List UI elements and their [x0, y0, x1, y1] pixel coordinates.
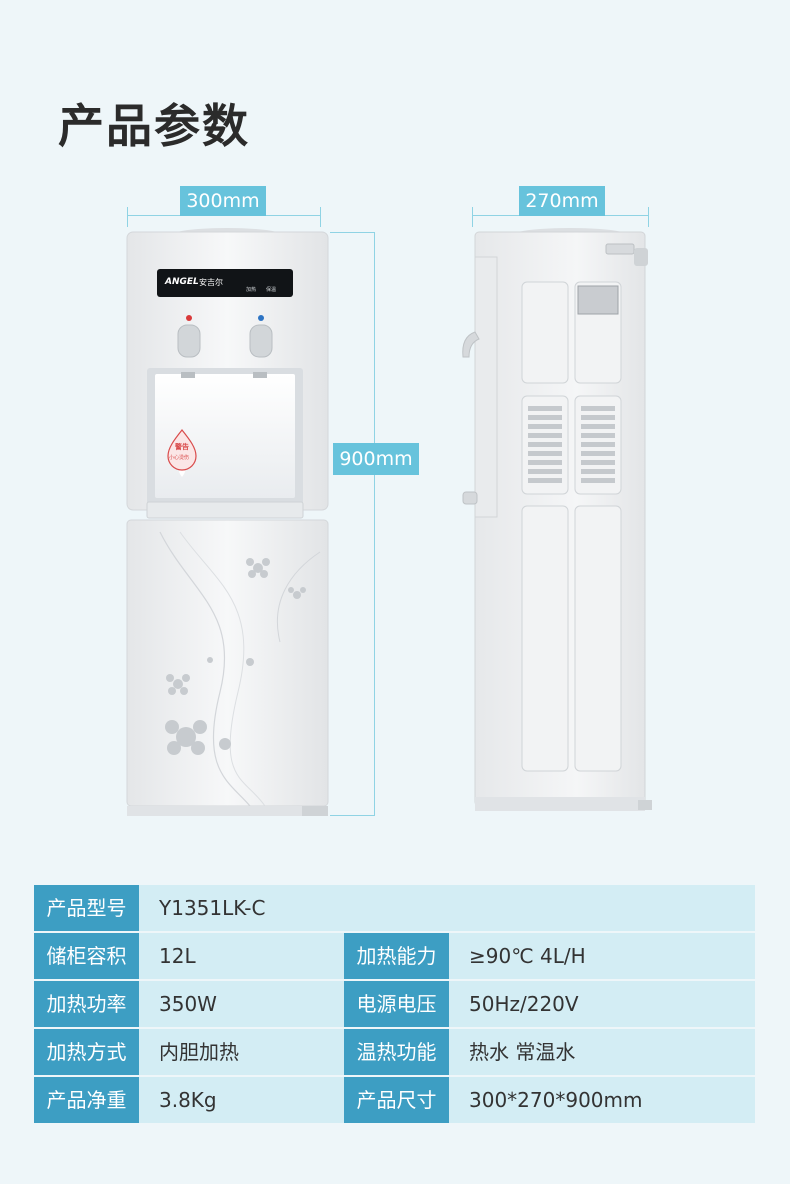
page-title: 产品参数 [58, 99, 250, 153]
spec-label: 温热功能 [344, 1029, 449, 1075]
height-guide-line [374, 232, 375, 815]
spec-value: Y1351LK-C [159, 896, 266, 920]
spec-label: 产品净重 [34, 1077, 139, 1123]
brand-name-cn: 安吉尔 [199, 278, 223, 287]
spec-value: 内胆加热 [159, 1040, 239, 1064]
depth-dimension-label: 270mm [519, 186, 605, 216]
hot-indicator-label: 加热 [246, 287, 257, 293]
spec-value: 300*270*900mm [469, 1088, 643, 1112]
spec-label: 加热功率 [34, 981, 139, 1027]
spec-value: 350W [159, 992, 217, 1016]
table-row: 加热方式 内胆加热 温热功能 热水 常温水 [34, 1029, 755, 1075]
table-row: 储柜容积 12L 加热能力 ≥90℃ 4L/H [34, 933, 755, 979]
height-guide-bottom [330, 815, 375, 816]
table-row: 产品净重 3.8Kg 产品尺寸 300*270*900mm [34, 1077, 755, 1123]
height-guide-top [330, 232, 375, 233]
spec-value: 50Hz/220V [469, 992, 579, 1016]
spec-value: 热水 常温水 [469, 1040, 576, 1064]
table-row: 加热功率 350W 电源电压 50Hz/220V [34, 981, 755, 1027]
warning-badge-text: 小心烫伤 [169, 455, 190, 461]
spec-value: 3.8Kg [159, 1088, 217, 1112]
dispenser-front-view: ANGEL 安吉尔 加热 保温 警告 小心烫伤 [120, 222, 335, 820]
brand-logo: ANGEL [165, 277, 199, 287]
spec-label: 产品尺寸 [344, 1077, 449, 1123]
spec-label: 电源电压 [344, 981, 449, 1027]
depth-guide-right [648, 207, 649, 227]
dispenser-side-illustration [462, 228, 652, 811]
spec-label: 储柜容积 [34, 933, 139, 979]
spec-label: 产品型号 [34, 885, 139, 931]
table-row: 产品型号 Y1351LK-C [34, 885, 755, 931]
height-dimension-label: 900mm [333, 443, 419, 475]
width-guide-right [320, 207, 321, 227]
depth-guide-left [472, 207, 473, 227]
dispenser-side-view [460, 222, 660, 820]
spec-value: ≥90℃ 4L/H [469, 944, 586, 968]
spec-label: 加热方式 [34, 1029, 139, 1075]
width-dimension-label: 300mm [180, 186, 266, 216]
warm-indicator-label: 保温 [266, 287, 277, 293]
spec-label: 加热能力 [344, 933, 449, 979]
warning-badge-title: 警告 [175, 443, 189, 451]
dispenser-front-illustration [126, 228, 329, 816]
width-guide-left [127, 207, 128, 227]
spec-value: 12L [159, 944, 196, 968]
